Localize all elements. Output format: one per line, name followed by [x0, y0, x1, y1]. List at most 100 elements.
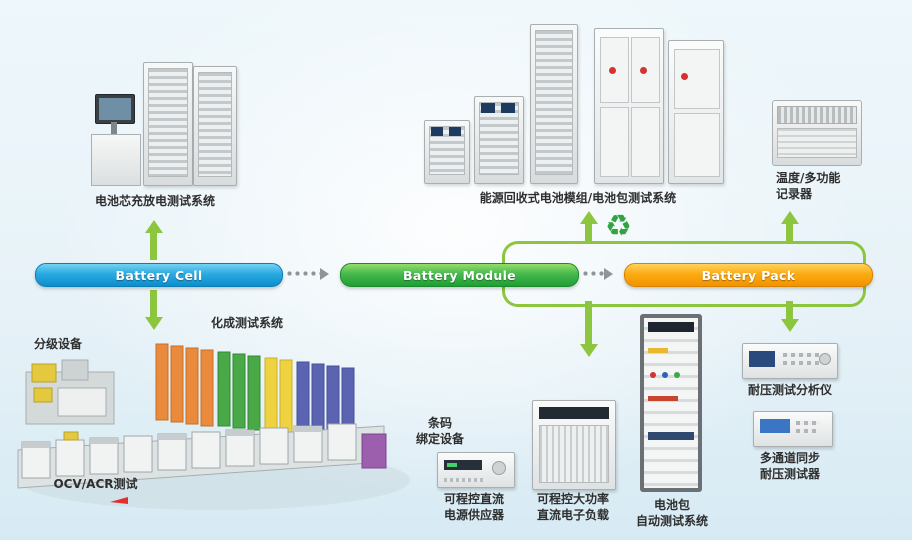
- dc-power-label-line1: 可程控直流: [443, 492, 504, 506]
- arrow-up-temp-recorder: [780, 211, 799, 241]
- multi-hipot-illustration: [753, 411, 833, 447]
- cabinet-door: [674, 113, 720, 177]
- arrow-down-hipot-analyzer: [780, 301, 799, 332]
- test-rack: [424, 120, 470, 184]
- battery-module-bar-label: Battery Module: [403, 267, 516, 283]
- red-marker: [110, 497, 128, 504]
- dc-power-supply-illustration: [437, 452, 515, 488]
- multi-hipot-label: 多通道同步 耐压测试器: [737, 451, 843, 482]
- pack-auto-tester-illustration: [640, 314, 702, 492]
- cabinet-door: [631, 107, 660, 177]
- instrument-vents: [444, 478, 484, 482]
- pack-auto-tester-label: 电池包 自动测试系统: [620, 498, 724, 529]
- cell-tester-label: 电池芯充放电测试系统: [94, 194, 215, 208]
- pack-auto-label-line1: 电池包: [653, 498, 690, 512]
- module-button-red: [650, 372, 656, 378]
- module-accent-red: [648, 396, 678, 401]
- arrow-up-cell-tester: [144, 220, 163, 260]
- cabinet-door: [674, 49, 720, 109]
- barcode-machine: [361, 433, 387, 469]
- button-row: [783, 361, 819, 365]
- module-pack-tester-illustration: [418, 16, 728, 188]
- dc-power-supply-label: 可程控直流 电源供应器: [424, 492, 524, 523]
- barcode-label: 条码 绑定设备: [400, 416, 480, 447]
- multi-hipot-label-line1: 多通道同步: [759, 451, 820, 465]
- grading-label: 分级设备: [33, 337, 82, 351]
- dc-load-label-line1: 可程控大功率: [536, 492, 609, 506]
- monitor-screen: [99, 98, 131, 120]
- temp-recorder-label: 温度/多功能 记录器: [776, 171, 876, 202]
- battery-cell-bar-label: Battery Cell: [115, 267, 203, 283]
- hipot-analyzer-label: 耐压测试分析仪: [747, 383, 832, 397]
- ocv-acr-label: OCV/ACR测试: [53, 477, 138, 491]
- conveyor-part: [63, 431, 79, 441]
- button-row: [796, 421, 820, 425]
- test-cabinet: [668, 40, 724, 184]
- rack-modules: [644, 318, 698, 488]
- hipot-analyzer-illustration: [742, 343, 838, 379]
- temp-recorder-label-line2: 记录器: [776, 186, 813, 201]
- module-accent-yellow: [648, 348, 668, 353]
- grading-machines: [25, 359, 115, 425]
- test-rack: [193, 66, 237, 186]
- conveyor-line: [17, 423, 385, 489]
- module-button-green: [674, 372, 680, 378]
- instrument-vents: [539, 425, 609, 483]
- temp-recorder-illustration: [772, 100, 862, 166]
- monitor-icon: [95, 94, 135, 124]
- control-knob: [819, 353, 831, 365]
- rack-slots: [479, 102, 519, 175]
- module-pack-tester-label: 能源回收式电池模组/电池包测试系统: [479, 191, 677, 205]
- control-knob: [492, 461, 506, 475]
- test-rack: [474, 96, 524, 184]
- flow-arrow-module-to-pack: [583, 267, 613, 280]
- dc-load-label-line2: 直流电子负载: [536, 507, 609, 522]
- formation-racks-orange: [155, 343, 214, 427]
- dc-load-illustration: [532, 400, 616, 490]
- cell-tester-illustration: [85, 56, 237, 188]
- arrow-down-production-line: [144, 290, 163, 330]
- battery-module-bar: Battery Module: [340, 263, 579, 287]
- pack-auto-label-line2: 自动测试系统: [635, 513, 708, 528]
- formation-racks-yellow: [264, 357, 293, 433]
- arrow-up-module-tester: [579, 211, 598, 241]
- instrument-display: [760, 419, 790, 433]
- production-line-illustration: [17, 343, 410, 510]
- multi-hipot-label-line2: 耐压测试器: [759, 466, 820, 481]
- formation-racks-blue: [296, 361, 355, 441]
- recorder-front-panel: [777, 128, 857, 158]
- dc-power-label-line2: 电源供应器: [443, 507, 504, 522]
- instrument-display: [444, 460, 482, 470]
- rack-slots: [535, 30, 573, 175]
- display-readout: [447, 463, 457, 467]
- display-panel: [431, 127, 443, 136]
- test-rack-tall: [530, 24, 578, 184]
- temp-recorder-label-line1: 温度/多功能: [776, 171, 841, 185]
- dc-load-label: 可程控大功率 直流电子负载: [523, 492, 623, 523]
- workstation-cart: [91, 134, 141, 186]
- module-accent-navy: [648, 432, 694, 440]
- instrument-display: [539, 407, 609, 419]
- barcode-label-line2: 绑定设备: [415, 431, 464, 446]
- test-cabinet: [594, 28, 664, 184]
- button-row: [796, 429, 820, 433]
- emergency-button: [681, 73, 688, 80]
- rack-slots: [198, 72, 232, 177]
- arrow-down-pack-equipment: [579, 301, 598, 357]
- battery-pack-bar-label: Battery Pack: [701, 267, 796, 283]
- barcode-label-line1: 条码: [427, 416, 452, 430]
- flow-arrow-cell-to-module: [287, 267, 329, 280]
- instrument-display: [749, 351, 775, 367]
- formation-racks-green: [217, 351, 261, 431]
- monitor-stand: [111, 122, 117, 134]
- display-panel: [449, 127, 461, 136]
- rack-slots: [148, 68, 188, 177]
- instrument-display: [648, 322, 694, 332]
- emergency-button: [640, 67, 647, 74]
- battery-pack-bar: Battery Pack: [624, 263, 873, 287]
- module-button-blue: [662, 372, 668, 378]
- button-row: [783, 353, 819, 357]
- recorder-vents-top: [777, 106, 857, 124]
- formation-label: 化成测试系统: [210, 316, 283, 330]
